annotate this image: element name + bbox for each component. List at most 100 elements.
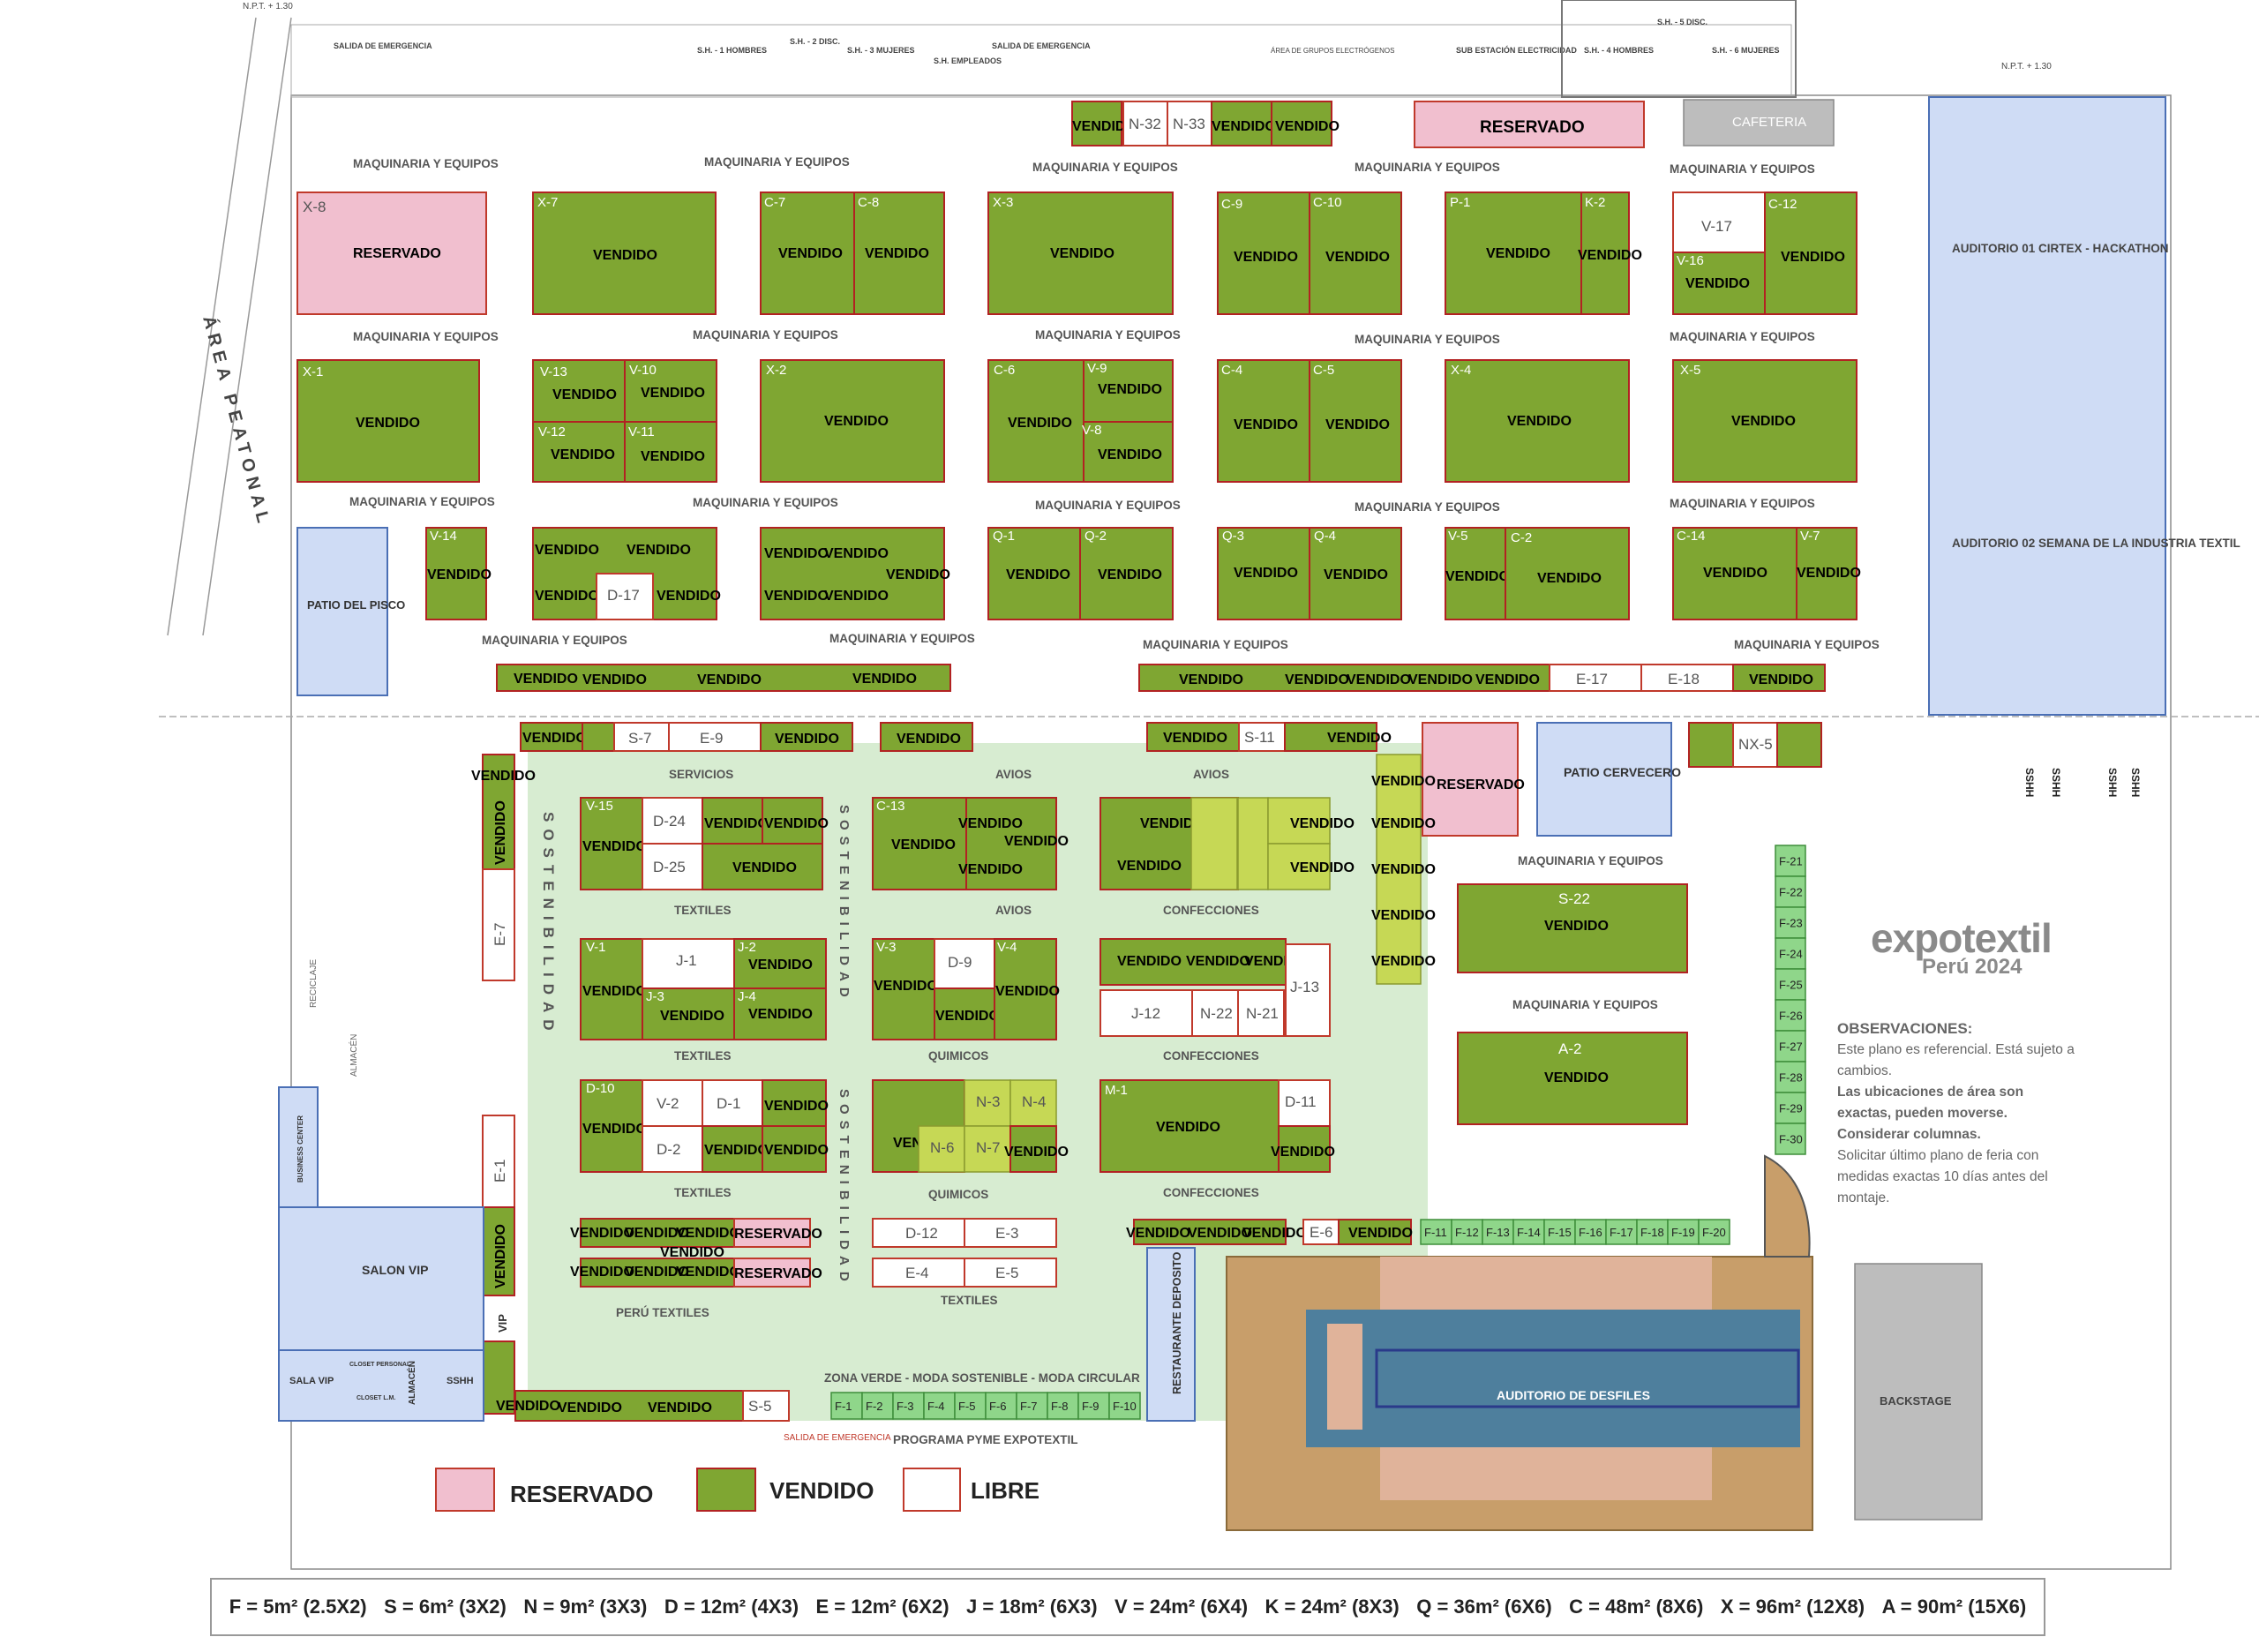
booth-q2[interactable] (1079, 527, 1174, 620)
booth-c10[interactable] (1309, 191, 1402, 315)
booth-conf-2[interactable] (1190, 797, 1238, 890)
booth-nx4[interactable] (1688, 722, 1734, 768)
booth-pt-res-2[interactable] (733, 1258, 811, 1288)
booth-nx6[interactable] (1776, 722, 1822, 768)
booth-j12[interactable] (1099, 989, 1193, 1037)
booth-e7[interactable] (482, 868, 515, 981)
booth-d12[interactable] (1278, 1125, 1331, 1173)
booth-f-21[interactable] (1775, 845, 1806, 877)
booth-conf-4[interactable] (1267, 797, 1331, 845)
booth-c8[interactable] (853, 191, 945, 315)
booth-n12[interactable] (965, 797, 1057, 890)
booth-j4[interactable] (733, 987, 827, 1040)
booth-strip-c4[interactable] (880, 722, 973, 752)
booth-f-10[interactable] (1108, 1392, 1141, 1420)
booth-f-5[interactable] (954, 1392, 987, 1420)
booth-f-1[interactable] (830, 1392, 863, 1420)
booth-e19[interactable] (1732, 664, 1826, 692)
booth-c7[interactable] (760, 191, 855, 315)
booth-e4[interactable] (964, 1218, 1057, 1248)
booth-x2[interactable] (760, 359, 945, 483)
booth-strip-c2[interactable] (582, 722, 615, 752)
booth-n23[interactable] (1211, 101, 1272, 146)
booth-v1[interactable] (580, 938, 643, 1040)
booth-x3[interactable] (987, 191, 1174, 315)
booth-v3[interactable] (872, 938, 935, 1040)
booth-a2[interactable] (1457, 883, 1688, 973)
booth-f-22[interactable] (1775, 875, 1806, 908)
booth-d-sold-2[interactable] (702, 1125, 763, 1173)
booth-m1[interactable] (1099, 1079, 1280, 1173)
booth-left-1[interactable] (482, 754, 515, 870)
booth-d-sold-1[interactable] (762, 1079, 827, 1127)
booth-j13[interactable] (1285, 943, 1331, 1037)
booth-c5[interactable] (1309, 359, 1402, 483)
booth-k1[interactable] (702, 843, 823, 890)
booth-v17[interactable] (1672, 191, 1766, 253)
booth-f-23[interactable] (1775, 906, 1806, 939)
booth-s22[interactable] (742, 1390, 790, 1422)
booth-d25[interactable] (642, 843, 703, 890)
booth-v14[interactable] (425, 527, 487, 620)
booth-v2[interactable] (580, 1079, 643, 1173)
booth-pt-top[interactable] (580, 1218, 735, 1248)
booth-x8[interactable] (296, 191, 487, 315)
booth-a3[interactable] (1457, 1032, 1688, 1125)
booth-strip-conf-2[interactable] (1338, 1219, 1412, 1245)
booth-f-11[interactable] (1420, 1219, 1452, 1245)
booth-f-3[interactable] (892, 1392, 925, 1420)
booth-q4[interactable] (1309, 527, 1402, 620)
booth-strip-c3[interactable] (760, 722, 853, 752)
booth-v8[interactable] (1083, 421, 1174, 483)
booth-j2[interactable] (733, 938, 827, 989)
booth-j3[interactable] (642, 987, 735, 1040)
booth-f-12[interactable] (1451, 1219, 1483, 1245)
booth-c2[interactable] (1505, 527, 1630, 620)
booth-q1[interactable] (987, 527, 1081, 620)
booth-j1[interactable] (642, 938, 735, 989)
booth-n39[interactable] (1271, 101, 1332, 146)
booth-v10[interactable] (624, 359, 717, 423)
booth-nx5[interactable] (1732, 722, 1778, 768)
booth-d8[interactable] (762, 797, 823, 845)
booth-f-16[interactable] (1574, 1219, 1607, 1245)
booth-v4[interactable] (994, 938, 1057, 1040)
booth-f-30[interactable] (1775, 1123, 1806, 1155)
booth-n6[interactable] (918, 1125, 965, 1173)
booth-strip-c6[interactable] (1284, 722, 1377, 752)
booth-d17[interactable] (596, 573, 654, 620)
booth-n31[interactable] (1071, 101, 1122, 146)
booth-f-28[interactable] (1775, 1061, 1806, 1093)
booth-x7[interactable] (532, 191, 717, 315)
booth-e-strip-a[interactable] (496, 664, 951, 692)
booth-c6[interactable] (987, 359, 1084, 483)
booth-f-15[interactable] (1543, 1219, 1576, 1245)
booth-strip-conf[interactable] (1133, 1219, 1287, 1245)
booth-v11[interactable] (624, 421, 717, 483)
booth-d-block-b[interactable] (760, 527, 945, 620)
booth-v15[interactable] (580, 797, 643, 890)
booth-v5[interactable] (1445, 527, 1506, 620)
booth-f-24[interactable] (1775, 937, 1806, 970)
booth-conf-5[interactable] (1267, 843, 1331, 890)
booth-d1[interactable] (642, 1079, 703, 1127)
booth-f-29[interactable] (1775, 1092, 1806, 1124)
booth-strip-c1[interactable] (520, 722, 583, 752)
booth-x4[interactable] (1445, 359, 1630, 483)
booth-conf-3[interactable] (1237, 797, 1269, 890)
booth-pt-res-1[interactable] (733, 1218, 811, 1248)
booth-n7[interactable] (964, 1125, 1011, 1173)
booth-v9[interactable] (1083, 359, 1174, 423)
booth-e9[interactable] (668, 722, 762, 752)
booth-f-6[interactable] (985, 1392, 1017, 1420)
booth-x5[interactable] (1672, 359, 1857, 483)
booth-c13[interactable] (872, 797, 967, 890)
booth-bottom-1[interactable] (514, 1390, 744, 1422)
booth-e6[interactable] (964, 1258, 1057, 1288)
booth-f-2[interactable] (861, 1392, 894, 1420)
booth-f-18[interactable] (1636, 1219, 1669, 1245)
booth-d-sold-3[interactable] (762, 1125, 827, 1173)
booth-v7[interactable] (1796, 527, 1857, 620)
booth-n8[interactable] (1009, 1125, 1057, 1173)
booth-e5[interactable] (872, 1258, 965, 1288)
